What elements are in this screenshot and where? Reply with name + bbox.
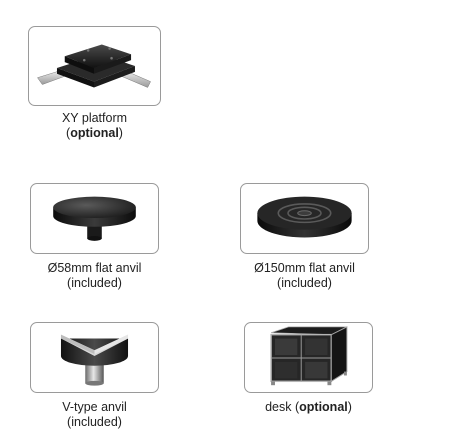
product-name: XY platform	[61, 111, 128, 125]
flat-anvil-150-caption: Ø150mm flat anvil (included)	[232, 261, 377, 291]
product-name: Ø150mm flat anvil	[254, 261, 355, 275]
v-type-anvil-card	[30, 322, 159, 393]
optional-label: optional	[299, 400, 348, 414]
product-note: (included)	[67, 415, 122, 429]
desk-image	[270, 326, 348, 386]
flat-anvil-150-image	[257, 196, 352, 238]
product-note: (included)	[277, 276, 332, 290]
xy-platform-image	[37, 44, 151, 88]
xy-platform-card	[28, 26, 161, 106]
desk-card	[244, 322, 373, 393]
product-name: V-type anvil	[62, 400, 127, 414]
flat-anvil-58-image	[53, 196, 136, 241]
v-type-anvil-caption: V-type anvil (included)	[30, 400, 159, 430]
flat-anvil-58-caption: Ø58mm flat anvil (included)	[25, 261, 164, 291]
flat-anvil-58-card	[30, 183, 159, 254]
desk-caption: desk (optional)	[236, 400, 381, 415]
flat-anvil-150-card	[240, 183, 369, 254]
optional-label: optional	[70, 126, 119, 140]
product-note: (included)	[67, 276, 122, 290]
product-line: desk (optional)	[265, 400, 352, 414]
v-type-anvil-image	[60, 334, 129, 386]
xy-platform-caption: XY platform (optional)	[28, 111, 161, 141]
product-name: desk	[265, 400, 292, 414]
product-note: (optional)	[66, 126, 123, 140]
product-name: Ø58mm flat anvil	[47, 261, 142, 275]
